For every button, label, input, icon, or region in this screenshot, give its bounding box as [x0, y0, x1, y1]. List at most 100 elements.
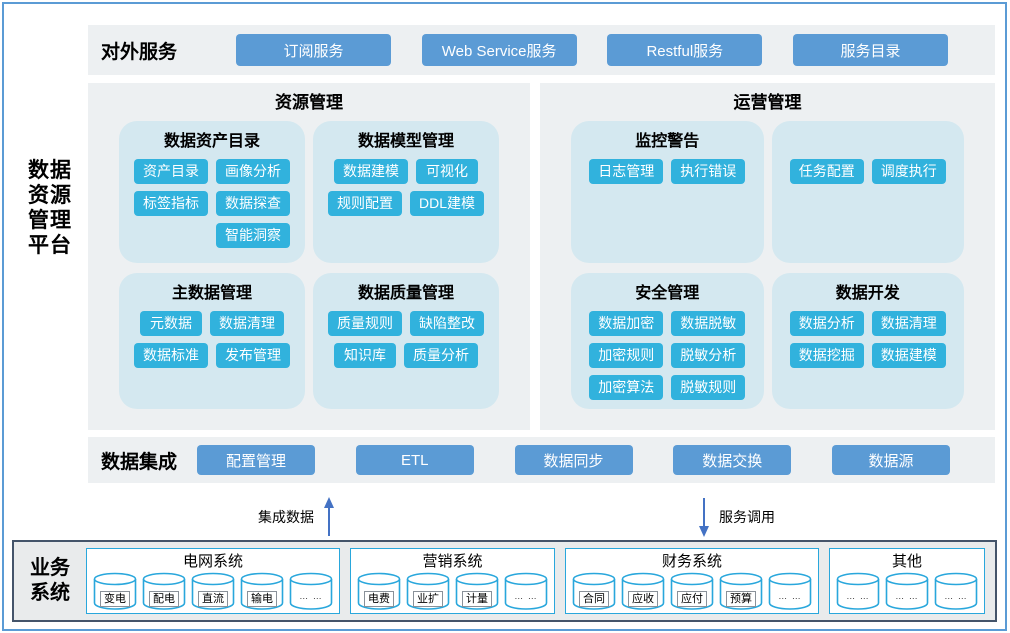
business-system-group: 电网系统变电配电直流输电… … [86, 548, 340, 614]
flow-service-call: 服务调用 [697, 497, 775, 537]
feature-button[interactable]: 脱敏分析 [671, 343, 746, 368]
feature-button[interactable]: 可视化 [416, 159, 478, 184]
feature-button[interactable]: 数据探查 [216, 191, 290, 216]
feature-button[interactable]: 数据加密 [589, 311, 664, 336]
feature-button[interactable]: 数据脱敏 [671, 311, 746, 336]
data-source-label: 直流 [198, 591, 228, 607]
data-integration-button[interactable]: 数据交换 [673, 445, 792, 475]
feature-button[interactable]: 数据建模 [871, 343, 946, 368]
feature-button[interactable]: 发布管理 [216, 343, 290, 368]
button-row: 日志管理执行错误 [571, 159, 764, 184]
resource-management-title: 资源管理 [275, 93, 343, 112]
feature-button[interactable]: 规则配置 [327, 191, 402, 216]
button-row: 加密算法脱敏规则 [571, 375, 764, 400]
external-services-buttons: 订阅服务 Web Service服务 Restful服务服务目录 [236, 34, 948, 66]
button-row: 标签指标智能洞察 [119, 223, 305, 248]
module-card: 任务配置调度执行 [771, 121, 964, 263]
data-integration-button[interactable]: 配置管理 [197, 445, 315, 475]
feature-button[interactable]: 质量规则 [328, 311, 402, 336]
feature-button[interactable]: 执行错误 [671, 159, 746, 184]
business-groups: 电网系统变电配电直流输电… …营销系统电费业扩计量… …财务系统合同应收应付预算… [86, 548, 985, 614]
data-source-cylinder: 电费 [357, 572, 401, 611]
module-card-title: 数据资产目录 [163, 133, 260, 150]
external-service-button[interactable]: 订阅服务 [236, 34, 391, 66]
feature-button[interactable]: 数据清理 [210, 311, 284, 336]
data-source-cylinder: 输电 [240, 572, 284, 611]
data-source-label: 配电 [149, 591, 179, 607]
data-source-label: 电费 [364, 591, 394, 607]
feature-button[interactable]: 日志管理 [589, 159, 664, 184]
feature-button[interactable]: 数据标准 [134, 343, 208, 368]
business-system-group-title: 营销系统 [422, 553, 483, 570]
feature-button[interactable]: 数据分析 [789, 311, 864, 336]
data-source-label: 预算 [726, 591, 756, 607]
button-row: 资产目录画像分析 [119, 159, 305, 184]
business-system-group-title: 电网系统 [182, 553, 243, 570]
external-service-button[interactable]: Restful服务 [607, 34, 763, 66]
resource-management-panel: 资源管理 数据资产目录资产目录画像分析标签指标数据探查标签指标智能洞察数据模型管… [88, 83, 530, 430]
operation-management-title: 运营管理 [733, 93, 802, 112]
feature-button[interactable]: 知识库 [334, 343, 396, 368]
business-systems-label-line: 业务 [30, 557, 70, 579]
arrow-down-icon [699, 498, 709, 537]
feature-button[interactable]: 画像分析 [216, 159, 290, 184]
data-integration-button[interactable]: 数据源 [832, 445, 950, 475]
module-card-title: 主数据管理 [171, 285, 252, 302]
feature-button[interactable]: DDL建模 [409, 191, 484, 216]
data-source-label: 应付 [677, 591, 707, 607]
business-system-group-title: 财务系统 [661, 553, 722, 570]
data-source-cylinder: 应付 [670, 572, 714, 611]
cylinder-row: … …… …… … [836, 572, 978, 611]
data-integration-label: 数据集成 [101, 451, 178, 473]
data-source-cylinder: 变电 [93, 572, 137, 611]
module-card: 监控警告日志管理执行错误 [571, 121, 764, 263]
feature-button[interactable]: 加密规则 [589, 343, 664, 368]
data-source-label: 业扩 [413, 591, 443, 607]
data-source-label: 计量 [462, 591, 492, 607]
data-integration-button[interactable]: 数据同步 [514, 445, 633, 475]
feature-button[interactable]: 元数据 [140, 311, 202, 336]
data-source-cylinder: 配电 [142, 572, 186, 611]
feature-button[interactable]: 标签指标 [134, 191, 208, 216]
data-integration-buttons: 配置管理 ETL 数据同步 数据交换 数据源 [197, 445, 950, 475]
external-service-button[interactable]: 服务目录 [792, 34, 948, 66]
module-card-title: 数据开发 [835, 285, 900, 302]
button-row: 质量规则缺陷整改 [313, 311, 499, 336]
data-source-label: 合同 [579, 591, 609, 607]
feature-button[interactable]: 数据挖掘 [789, 343, 864, 368]
platform-title-line: 资源 [28, 184, 72, 207]
external-service-button[interactable]: Web Service服务 [421, 34, 577, 66]
button-row: 数据标准发布管理 [119, 343, 305, 368]
feature-button[interactable]: 脱敏规则 [671, 375, 746, 400]
business-system-group: 财务系统合同应收应付预算… … [565, 548, 819, 614]
feature-button[interactable]: 调度执行 [871, 159, 946, 184]
feature-button[interactable]: 智能洞察 [216, 223, 290, 248]
feature-button[interactable]: 加密算法 [589, 375, 664, 400]
button-row: 元数据数据清理 [119, 311, 305, 336]
feature-button[interactable]: 任务配置 [789, 159, 864, 184]
resource-cards-grid: 数据资产目录资产目录画像分析标签指标数据探查标签指标智能洞察数据模型管理数据建模… [88, 121, 530, 409]
data-integration-button[interactable]: ETL [355, 445, 474, 475]
feature-button[interactable]: 数据建模 [334, 159, 408, 184]
data-source-label: 应收 [628, 591, 658, 607]
cylinder-row: 电费业扩计量… … [357, 572, 548, 611]
button-row: 标签指标数据探查 [119, 191, 305, 216]
business-system-group: 其他… …… …… … [829, 548, 985, 614]
business-systems-label: 业务系统 [14, 556, 86, 606]
data-source-cylinder: 业扩 [406, 572, 450, 611]
module-card: 主数据管理元数据数据清理数据标准发布管理 [119, 273, 305, 409]
flow-integration-data: 集成数据 [258, 497, 336, 537]
data-source-label: 输电 [247, 591, 277, 607]
data-source-label: … … [892, 589, 922, 603]
data-source-label: 变电 [100, 591, 130, 607]
cylinder-row: 变电配电直流输电… … [93, 572, 333, 611]
data-source-cylinder: 应收 [621, 572, 665, 611]
feature-button[interactable]: 数据清理 [871, 311, 946, 336]
feature-button[interactable]: 缺陷整改 [410, 311, 484, 336]
data-source-cylinder: 直流 [191, 572, 235, 611]
feature-button[interactable]: 资产目录 [134, 159, 208, 184]
button-row: 数据分析数据清理 [772, 311, 965, 336]
cylinder-row: 合同应收应付预算… … [572, 572, 812, 611]
feature-button[interactable]: 质量分析 [404, 343, 478, 368]
